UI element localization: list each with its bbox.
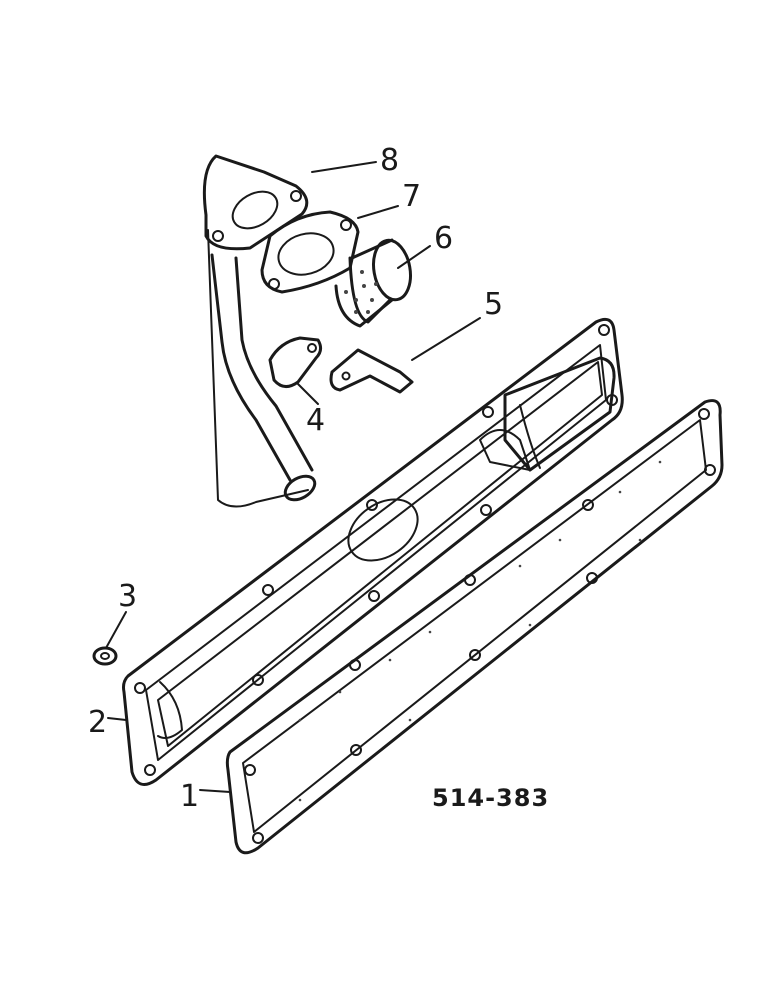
clip-part-4 bbox=[268, 336, 323, 388]
callout-4: 4 bbox=[306, 403, 325, 438]
callout-5: 5 bbox=[484, 287, 503, 322]
callout-6: 6 bbox=[434, 221, 453, 256]
leader-lines bbox=[105, 161, 481, 793]
callout-7: 7 bbox=[402, 179, 421, 214]
filter-part-6 bbox=[334, 238, 412, 328]
callout-3: 3 bbox=[118, 579, 137, 614]
callout-8: 8 bbox=[380, 143, 399, 178]
gasket-texture bbox=[298, 460, 662, 802]
cover-part-2 bbox=[122, 317, 624, 786]
nut-part-3 bbox=[92, 646, 118, 666]
flange-gasket-part-7 bbox=[260, 210, 360, 294]
callout-1: 1 bbox=[180, 779, 199, 814]
breather-pipe-part-8 bbox=[202, 154, 317, 508]
drawing-reference: 514-383 bbox=[432, 784, 549, 812]
bracket-part-5 bbox=[329, 348, 414, 394]
gasket-part-1 bbox=[225, 399, 724, 855]
callout-2: 2 bbox=[88, 705, 107, 740]
